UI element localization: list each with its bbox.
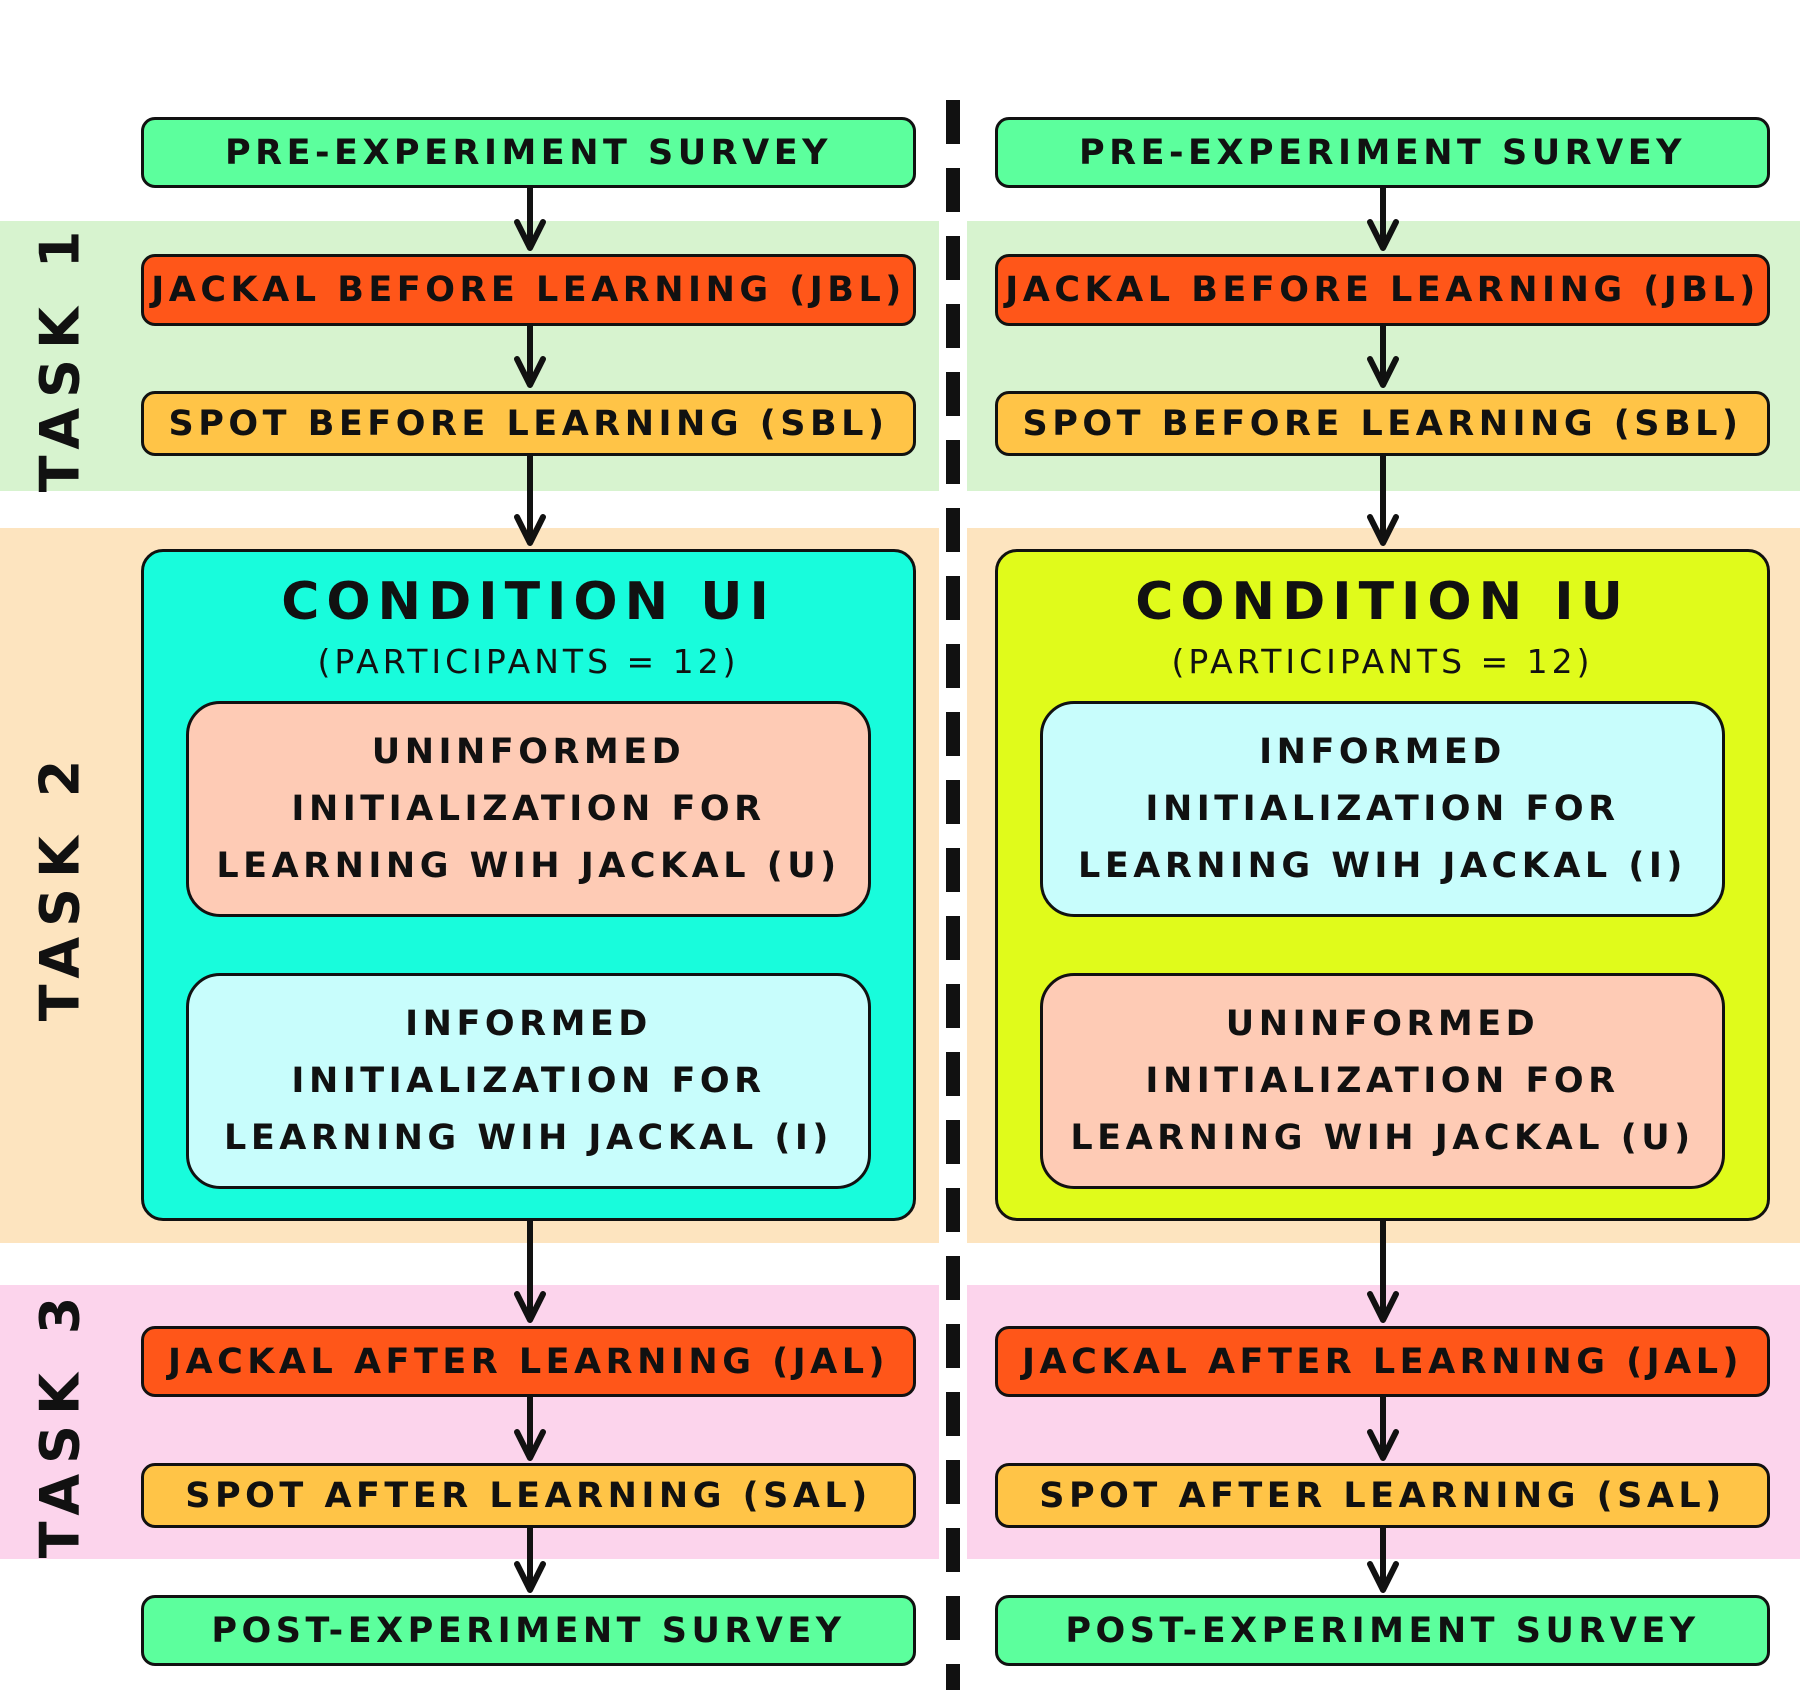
right-jbl-label: JACKAL BEFORE LEARNING (JBL) [1005, 270, 1760, 310]
left-pre-survey-label: PRE-EXPERIMENT SURVEY [225, 132, 832, 173]
right-jal-label: JACKAL AFTER LEARNING (JAL) [1021, 1341, 1744, 1382]
left-condition-title: CONDITION UI [281, 572, 776, 632]
right-post-survey-label: POST-EXPERIMENT SURVEY [1065, 1610, 1700, 1651]
right-jal-box: JACKAL AFTER LEARNING (JAL) [995, 1326, 1770, 1397]
right-first-init-line-1: INFORMED [1259, 731, 1506, 772]
left-first-init-line-2: INITIALIZATION FOR [291, 788, 766, 829]
right-condition-title: CONDITION IU [1135, 572, 1630, 632]
right-first-init-line-3: LEARNING WIH JACKAL (I) [1078, 845, 1687, 886]
left-second-init-line-3: LEARNING WIH JACKAL (I) [224, 1117, 833, 1158]
left-sal-box: SPOT AFTER LEARNING (SAL) [141, 1463, 916, 1528]
right-first-init-line-2: INITIALIZATION FOR [1145, 788, 1620, 829]
left-post-survey-label: POST-EXPERIMENT SURVEY [211, 1610, 846, 1651]
right-second-init-box: UNINFORMED INITIALIZATION FOR LEARNING W… [1040, 973, 1725, 1189]
left-jbl-box: JACKAL BEFORE LEARNING (JBL) [141, 254, 916, 326]
left-condition-participants: (PARTICIPANTS = 12) [317, 642, 740, 681]
left-pre-survey-box: PRE-EXPERIMENT SURVEY [141, 117, 916, 188]
column-divider [946, 100, 960, 1690]
left-second-init-line-2: INITIALIZATION FOR [291, 1060, 766, 1101]
left-second-init-line-1: INFORMED [405, 1003, 652, 1044]
left-sbl-box: SPOT BEFORE LEARNING (SBL) [141, 391, 916, 456]
right-sal-label: SPOT AFTER LEARNING (SAL) [1039, 1475, 1726, 1516]
right-condition-participants: (PARTICIPANTS = 12) [1171, 642, 1594, 681]
right-sbl-box: SPOT BEFORE LEARNING (SBL) [995, 391, 1770, 456]
left-sbl-label: SPOT BEFORE LEARNING (SBL) [168, 403, 889, 444]
right-post-survey-box: POST-EXPERIMENT SURVEY [995, 1595, 1770, 1666]
right-pre-survey-label: PRE-EXPERIMENT SURVEY [1079, 132, 1686, 173]
left-sal-label: SPOT AFTER LEARNING (SAL) [185, 1475, 872, 1516]
right-second-init-line-2: INITIALIZATION FOR [1145, 1060, 1620, 1101]
left-first-init-line-3: LEARNING WIH JACKAL (U) [216, 845, 841, 886]
right-second-init-line-1: UNINFORMED [1225, 1003, 1540, 1044]
right-jbl-box: JACKAL BEFORE LEARNING (JBL) [995, 254, 1770, 326]
right-pre-survey-box: PRE-EXPERIMENT SURVEY [995, 117, 1770, 188]
left-jal-label: JACKAL AFTER LEARNING (JAL) [167, 1341, 890, 1382]
left-jal-box: JACKAL AFTER LEARNING (JAL) [141, 1326, 916, 1397]
left-second-init-box: INFORMED INITIALIZATION FOR LEARNING WIH… [186, 973, 871, 1189]
right-sbl-label: SPOT BEFORE LEARNING (SBL) [1022, 403, 1743, 444]
right-sal-box: SPOT AFTER LEARNING (SAL) [995, 1463, 1770, 1528]
right-second-init-line-3: LEARNING WIH JACKAL (U) [1070, 1117, 1695, 1158]
right-first-init-box: INFORMED INITIALIZATION FOR LEARNING WIH… [1040, 701, 1725, 917]
left-jbl-label: JACKAL BEFORE LEARNING (JBL) [151, 270, 906, 310]
left-post-survey-box: POST-EXPERIMENT SURVEY [141, 1595, 916, 1666]
left-first-init-box: UNINFORMED INITIALIZATION FOR LEARNING W… [186, 701, 871, 917]
left-first-init-line-1: UNINFORMED [371, 731, 686, 772]
